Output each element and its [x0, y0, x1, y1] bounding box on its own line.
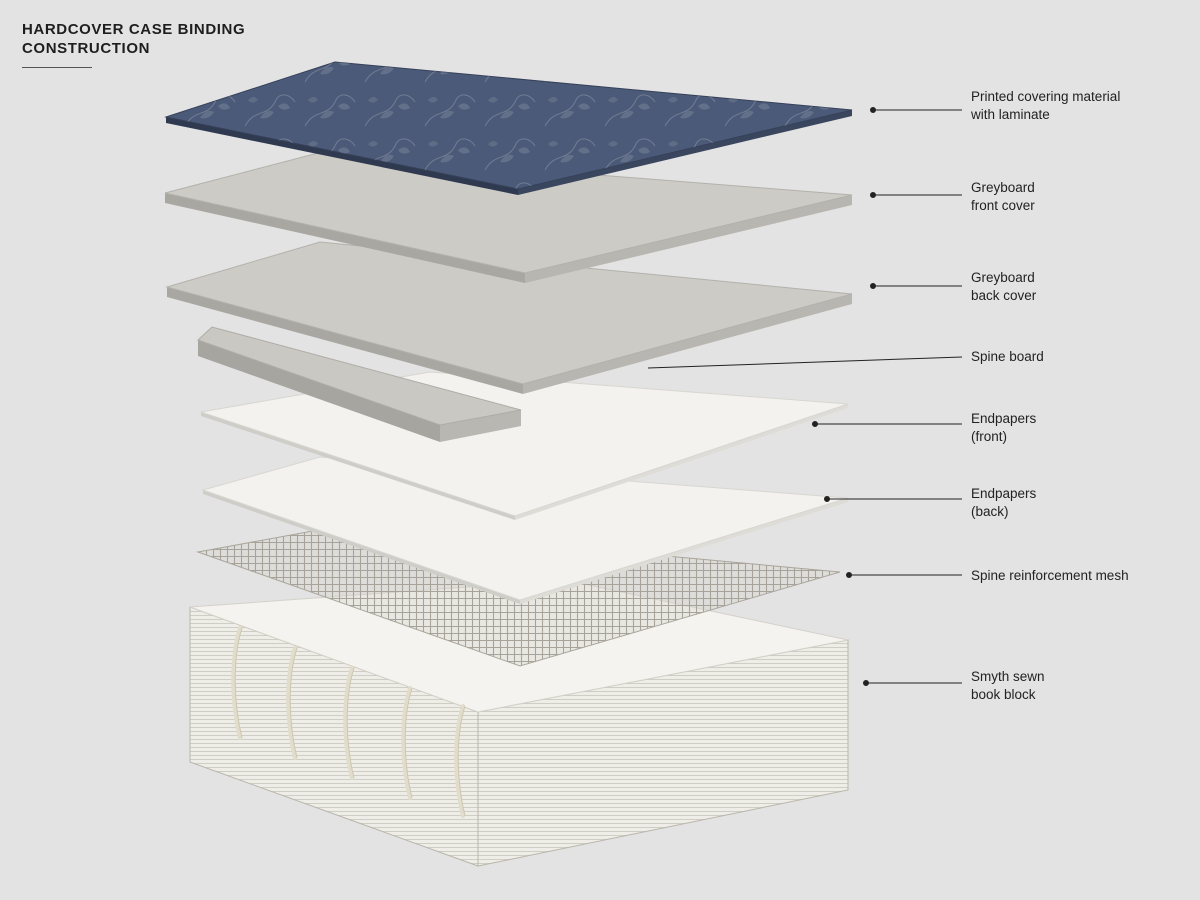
label-spine-board: Spine board	[971, 348, 1044, 366]
label-spine-mesh: Spine reinforcement mesh	[971, 567, 1129, 585]
label-cover-material: Printed covering material with laminate	[971, 88, 1120, 124]
label-line: back cover	[971, 287, 1036, 305]
label-greyboard-front: Greyboard front cover	[971, 179, 1035, 215]
label-line: Endpapers	[971, 410, 1036, 428]
label-line: Printed covering material	[971, 88, 1120, 106]
label-endpapers-back: Endpapers (back)	[971, 485, 1036, 521]
label-line: Spine board	[971, 348, 1044, 366]
label-line: (back)	[971, 503, 1036, 521]
label-endpapers-front: Endpapers (front)	[971, 410, 1036, 446]
label-line: Greyboard	[971, 179, 1035, 197]
label-line: Smyth sewn	[971, 668, 1045, 686]
label-line: (front)	[971, 428, 1036, 446]
label-line: Spine reinforcement mesh	[971, 567, 1129, 585]
label-book-block: Smyth sewn book block	[971, 668, 1045, 704]
label-line: front cover	[971, 197, 1035, 215]
label-line: Endpapers	[971, 485, 1036, 503]
label-line: Greyboard	[971, 269, 1036, 287]
label-greyboard-back: Greyboard back cover	[971, 269, 1036, 305]
label-line: with laminate	[971, 106, 1120, 124]
label-line: book block	[971, 686, 1045, 704]
